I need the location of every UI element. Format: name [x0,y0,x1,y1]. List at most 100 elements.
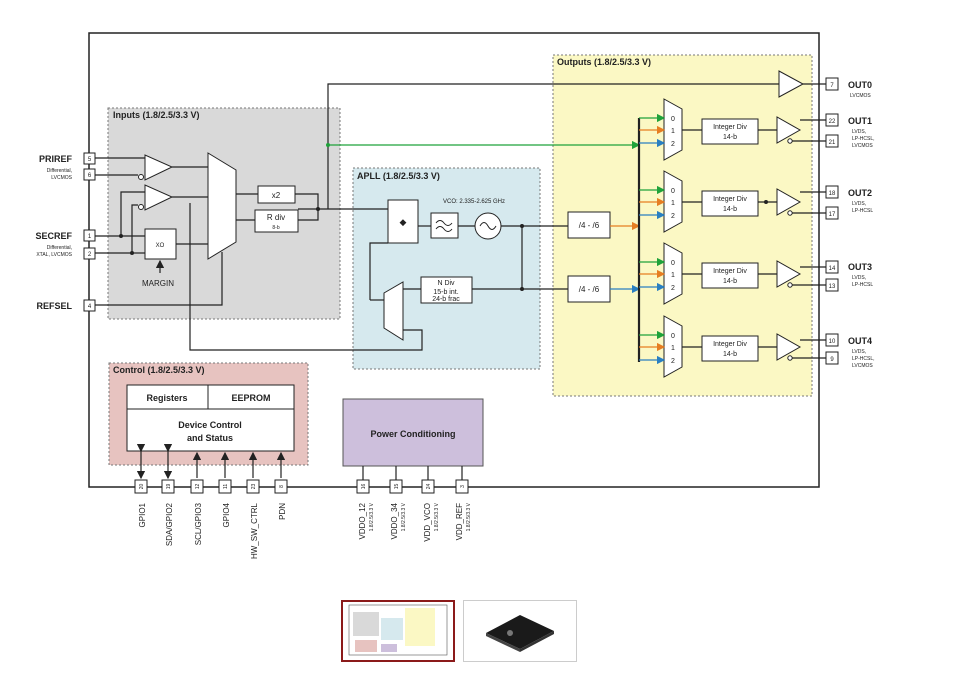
outputs-4-pins-0-label: 10 [829,339,836,345]
blocks-mux1-label: 1 [671,200,675,207]
outputs-4-pins-1-label: 9 [830,357,834,363]
outputs-3-sub-0-label: LVDS, [852,275,866,281]
bottom_pins-7-num-label: 15 [394,484,400,490]
bottom_pins-2-num-label: 12 [195,484,201,490]
outputs-1-name-label: OUT1 [848,116,872,126]
ndiv-sub1: 15-b int. [433,289,458,296]
div46-b-label: /4 - /6 [579,285,600,294]
outputs-1-sub-0-label: LVDS, [852,129,866,135]
outputs-2-pins-0-label: 18 [829,191,836,197]
power-conditioning-label: Power Conditioning [371,429,456,439]
ndiv-sub2: 24-b frac [432,296,460,303]
div46-a-label: /4 - /6 [579,221,600,230]
bottom_pins-8-num-label: 24 [426,484,432,490]
blocks-mux1-label: 1 [671,345,675,352]
left_pins-n5-label: 5 [88,157,92,163]
outputs-2-sub-0-label: LVDS, [852,201,866,207]
phase-detector [387,199,419,244]
bottom_pins-9-num-label: 3 [460,485,466,488]
output-channel-4: 0 1 2 Integer Div 14-b [639,315,802,378]
rdiv-block [254,209,299,233]
vco-label: VCO: 2.335-2.625 GHz [443,199,505,205]
control-pin-wires [136,443,463,480]
outputs-0-pins-0-label: 7 [830,83,834,89]
bottom_pins-7-label-label: VDDO_34 [390,502,399,539]
device-control-label-1: Device Control [178,420,242,430]
secref-sub2: XTAL, LVCMOS [36,252,72,258]
bottom_pins-9-label-label: VDD_REF [455,503,464,540]
blocks-mux0-label: 0 [671,188,675,195]
out0-buffer [778,70,805,98]
xo-block [144,228,177,260]
ndiv-block [420,276,473,304]
xo-label: XO [156,243,165,249]
blocks-mux0-label: 0 [671,116,675,123]
left_pins-n4-label: 4 [88,304,92,310]
secref-label: SECREF [35,231,72,241]
outputs-2-name-label: OUT2 [848,188,872,198]
input-mux [207,152,237,260]
chip-outline [88,32,820,488]
bottom-pins: 20 19 12 11 23 8 16 15 24 3 [134,479,469,494]
bottom_pins-0-label-label: GPIO1 [138,502,147,527]
block-diagram-thumbnail[interactable] [341,600,455,662]
bottom_pins-5-label-label: PDN [278,503,287,520]
left_pins-n1-label: 1 [88,234,92,240]
margin-label: MARGIN [142,279,174,288]
secref-sub: Differential, [47,245,72,251]
block-diagram-thumbnail-icon [348,604,448,656]
block-diagram: Inputs (1.8/2.5/3.3 V) APLL (1.8/2.5/3.3… [35,32,875,559]
outputs-2-sub-1-label: LP-HCSL [852,208,873,214]
control-title: Control (1.8/2.5/3.3 V) [113,365,205,375]
outputs-1-pins-0-label: 22 [829,119,836,125]
bottom_pins-9-sub-label: 1.8/2.5/3.3 V [466,502,472,531]
rdiv-sublabel: 8-b [272,225,279,231]
apll-mux [383,281,404,341]
secref-buffer [144,184,174,211]
refsel-label: REFSEL [36,301,72,311]
output-channel-3: 0 1 2 Integer Div 14-b [639,242,802,305]
blocks-intdiv_sub-label: 14-b [723,206,737,213]
outputs-4-sub-2-label: LVCMOS [852,363,873,369]
bottom_pins-4-label-label: HW_SW_CTRL [250,502,259,559]
priref-sub: Differential, [47,168,72,174]
left_pins-n6-label: 6 [88,173,92,179]
out1-pins: 22 21 OUT1 LVDS, LP-HCSL, LVCMOS [825,113,875,149]
out0-pins: 7 OUT0 LVCMOS [825,77,872,99]
bottom_pins-0-num-label: 20 [139,484,145,490]
outputs-1-sub-2-label: LVCMOS [852,143,873,149]
div46-b [567,275,611,303]
blocks-intdiv_sub-label: 14-b [723,134,737,141]
registers-label: Registers [146,393,187,403]
chip-photo-thumbnail[interactable] [463,600,577,662]
outputs-3-pins-0-label: 14 [829,266,836,272]
apll-title: APLL (1.8/2.5/3.3 V) [357,171,440,181]
outputs-1-pins-1-label: 21 [829,140,836,146]
ndiv-label: N Div [437,280,455,287]
blocks-mux2-label: 2 [671,358,675,365]
outputs-0-name-label: OUT0 [848,80,872,90]
eeprom-label: EEPROM [231,393,270,403]
blocks-intdiv_sub-label: 14-b [723,351,737,358]
x2-label: x2 [272,191,281,200]
bottom_pins-1-num-label: 19 [166,484,172,490]
priref-sub2: LVCMOS [51,175,72,181]
blocks-mux2-label: 2 [671,285,675,292]
blocks-intdiv_sub-label: 14-b [723,278,737,285]
div46-a [567,211,611,239]
bottom_pins-8-label-label: VDD_VCO [423,503,432,542]
registers-block [126,384,209,410]
outputs-4-sub-0-label: LVDS, [852,349,866,355]
output-channel-2: 0 1 2 Integer Div 14-b [639,170,802,233]
chip-icon [486,615,554,652]
rdiv-label: R div [267,213,285,222]
inputs-region [107,107,341,320]
bottom_pins-6-num-label: 16 [361,484,367,490]
outputs-1-sub-1-label: LP-HCSL, [852,136,875,142]
bottom_pins-6-label-label: VDDO_12 [358,502,367,539]
outputs-3-pins-1-label: 13 [829,284,836,290]
inputs-title: Inputs (1.8/2.5/3.3 V) [113,110,200,120]
bottom_pins-3-label-label: GPIO4 [222,502,231,527]
bottom_pins-4-num-label: 23 [251,484,257,490]
out2-pins: 18 17 OUT2 LVDS, LP-HCSL [825,185,873,220]
